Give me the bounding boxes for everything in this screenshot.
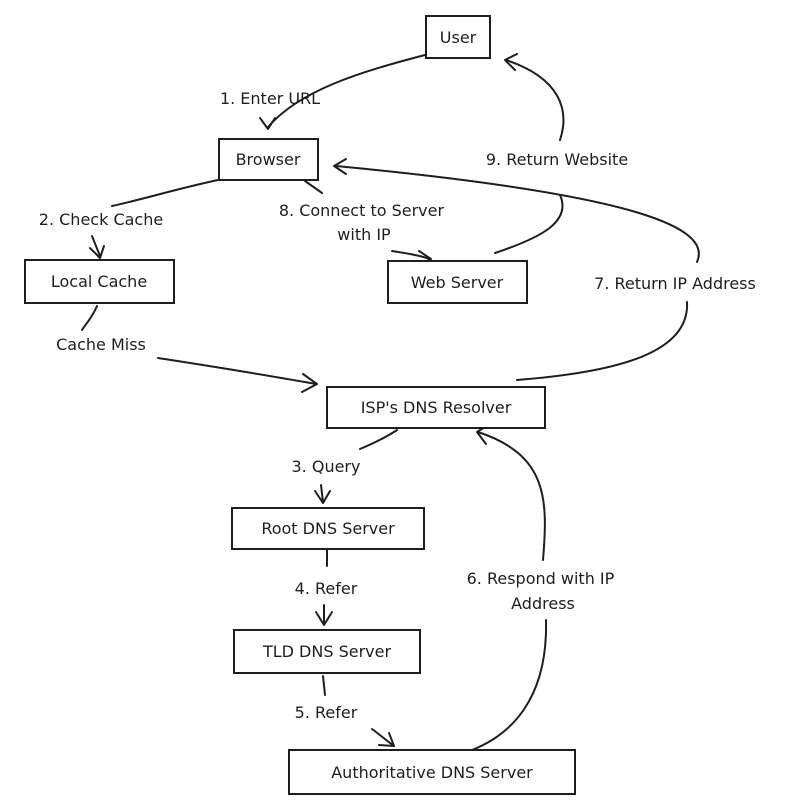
- label-return-ip: 7. Return IP Address: [594, 274, 756, 293]
- node-tld-dns-label: TLD DNS Server: [262, 642, 392, 661]
- node-user-label: User: [440, 28, 477, 47]
- node-isp-resolver-label: ISP's DNS Resolver: [361, 398, 512, 417]
- node-browser-label: Browser: [236, 150, 301, 169]
- node-user: User: [425, 15, 491, 59]
- label-connect-server: 8. Connect to Server with IP: [279, 201, 449, 244]
- label-refer-tld: 5. Refer: [295, 703, 358, 722]
- node-web-server-label: Web Server: [411, 273, 504, 292]
- edge-refer-tld: [322, 675, 395, 747]
- node-authoritative-dns: Authoritative DNS Server: [288, 749, 576, 795]
- label-return-website: 9. Return Website: [486, 150, 628, 169]
- node-root-dns-label: Root DNS Server: [261, 519, 395, 538]
- node-root-dns: Root DNS Server: [231, 507, 425, 550]
- label-refer-root: 4. Refer: [295, 579, 358, 598]
- edge-refer-root: [315, 549, 333, 626]
- node-browser: Browser: [218, 138, 319, 181]
- node-local-cache: Local Cache: [24, 259, 175, 304]
- edge-return-website: [494, 53, 565, 254]
- label-cache-miss: Cache Miss: [56, 335, 146, 354]
- edge-connect-server: [304, 180, 432, 266]
- node-tld-dns: TLD DNS Server: [233, 629, 421, 674]
- node-isp-resolver: ISP's DNS Resolver: [326, 386, 546, 429]
- label-query: 3. Query: [292, 457, 361, 476]
- label-enter-url: 1. Enter URL: [220, 89, 320, 108]
- edge-check-cache: [89, 179, 219, 259]
- edge-query: [314, 429, 398, 504]
- edge-return-ip: [333, 158, 700, 381]
- node-authoritative-dns-label: Authoritative DNS Server: [331, 763, 533, 782]
- node-web-server: Web Server: [387, 260, 528, 304]
- edge-cache-miss: [81, 305, 318, 393]
- node-local-cache-label: Local Cache: [51, 272, 147, 291]
- label-check-cache: 2. Check Cache: [39, 210, 163, 229]
- edge-enter-url: [259, 54, 426, 130]
- label-respond-ip: 6. Respond with IP Address: [467, 569, 620, 613]
